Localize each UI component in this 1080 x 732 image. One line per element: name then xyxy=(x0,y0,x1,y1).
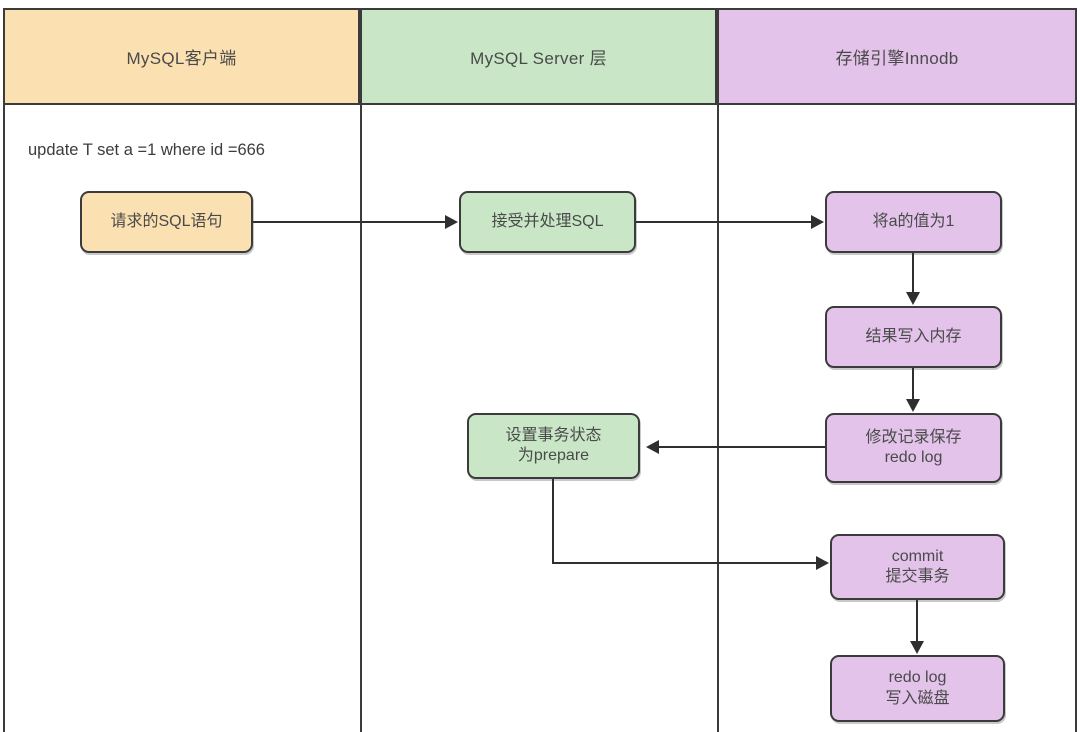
node-handle-sql[interactable]: 接受并处理SQL xyxy=(459,191,636,253)
edge-prepare-to-commit-horizontal xyxy=(552,562,816,564)
lane-header-engine-label: 存储引擎Innodb xyxy=(835,49,959,68)
sql-statement-label: update T set a =1 where id =666 xyxy=(28,141,265,159)
node-redo-to-disk-label: redo log 写入磁盘 xyxy=(885,669,950,707)
lane-divider-client-server xyxy=(360,105,362,732)
edge-memory-to-redolog-arrowhead xyxy=(906,399,920,412)
edge-handle-to-seta-arrowhead xyxy=(811,215,824,229)
node-commit-tx-label: commit 提交事务 xyxy=(885,547,950,585)
node-redo-to-disk[interactable]: redo log 写入磁盘 xyxy=(830,655,1005,722)
edge-prepare-to-commit-vertical xyxy=(552,479,554,564)
lane-header-client: MySQL客户端 xyxy=(3,8,360,105)
node-save-redo-log[interactable]: 修改记录保存 redo log xyxy=(825,413,1002,483)
edge-request-to-handle xyxy=(253,221,445,223)
node-write-memory-label: 结果写入内存 xyxy=(865,327,962,345)
edge-handle-to-seta xyxy=(636,221,811,223)
edge-seta-to-memory xyxy=(912,253,914,293)
node-set-a-value-label: 将a的值为1 xyxy=(872,212,955,230)
node-save-redo-log-label: 修改记录保存 redo log xyxy=(865,428,962,466)
node-commit-tx[interactable]: commit 提交事务 xyxy=(830,534,1005,600)
frame-left-edge xyxy=(3,105,5,732)
node-write-memory[interactable]: 结果写入内存 xyxy=(825,306,1002,368)
node-set-prepare[interactable]: 设置事务状态 为prepare xyxy=(467,413,640,479)
node-request-sql[interactable]: 请求的SQL语句 xyxy=(80,191,253,253)
lane-header-server-label: MySQL Server 层 xyxy=(470,49,607,68)
edge-redolog-to-prepare-arrowhead xyxy=(646,440,659,454)
edge-memory-to-redolog xyxy=(912,368,914,401)
node-request-sql-label: 请求的SQL语句 xyxy=(110,212,223,230)
frame-right-edge xyxy=(1075,105,1077,732)
lane-header-client-label: MySQL客户端 xyxy=(126,49,237,68)
node-set-a-value[interactable]: 将a的值为1 xyxy=(825,191,1002,253)
edge-commit-to-disk-arrowhead xyxy=(910,641,924,654)
node-set-prepare-label: 设置事务状态 为prepare xyxy=(505,426,602,464)
lane-divider-server-engine xyxy=(717,105,719,732)
lane-header-server: MySQL Server 层 xyxy=(360,8,717,105)
edge-prepare-to-commit-arrowhead xyxy=(816,556,829,570)
edge-seta-to-memory-arrowhead xyxy=(906,292,920,305)
lane-header-engine: 存储引擎Innodb xyxy=(717,8,1077,105)
node-handle-sql-label: 接受并处理SQL xyxy=(491,212,604,230)
edge-request-to-handle-arrowhead xyxy=(445,215,458,229)
edge-commit-to-disk xyxy=(916,600,918,642)
edge-redolog-to-prepare xyxy=(659,446,825,448)
